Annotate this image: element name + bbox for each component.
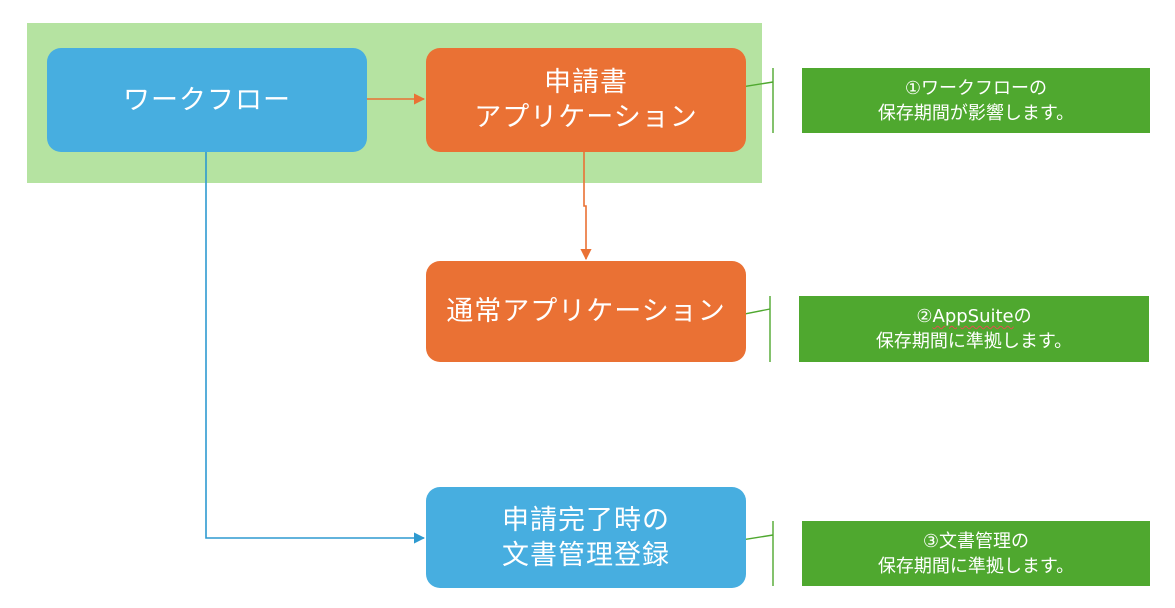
note-document-management-retention: ③文書管理の 保存期間に準拠します。 <box>802 521 1150 586</box>
note-2-line-1: ②AppSuiteの <box>916 304 1031 329</box>
note-1-line-2: 保存期間が影響します。 <box>877 102 1075 124</box>
document-registration-node: 申請完了時の 文書管理登録 <box>426 487 746 588</box>
note-workflow-retention: ①ワークフローの 保存期間が影響します。 <box>802 68 1150 133</box>
request-form-application-node: 申請書 アプリケーション <box>426 48 746 152</box>
workflow-node: ワークフロー <box>47 48 367 152</box>
request-app-label-line-2: アプリケーション <box>474 102 698 133</box>
normal-application-node: 通常アプリケーション <box>426 261 746 362</box>
note-2-suffix: の <box>1013 306 1032 327</box>
note-2-prefix: ② <box>916 306 933 327</box>
note-3-line-2: 保存期間に準拠します。 <box>877 555 1075 577</box>
note-2-line-2: 保存期間に準拠します。 <box>875 331 1073 352</box>
note-1-line-1: ①ワークフローの <box>904 77 1048 99</box>
note-appsuite-retention: ②AppSuiteの 保存期間に準拠します。 <box>799 296 1149 362</box>
note-2-brand: AppSuite <box>932 306 1014 327</box>
arrow-workflow-to-doc-register <box>205 152 426 544</box>
normal-app-label: 通常アプリケーション <box>446 296 726 327</box>
note-3-line-1: ③文書管理の <box>922 530 1030 552</box>
doc-register-label-line-1: 申請完了時の <box>502 504 670 536</box>
request-app-label-line-1: 申請書 <box>544 67 628 98</box>
workflow-node-label: ワークフロー <box>123 84 291 116</box>
doc-register-label-line-2: 文書管理登録 <box>502 539 670 571</box>
